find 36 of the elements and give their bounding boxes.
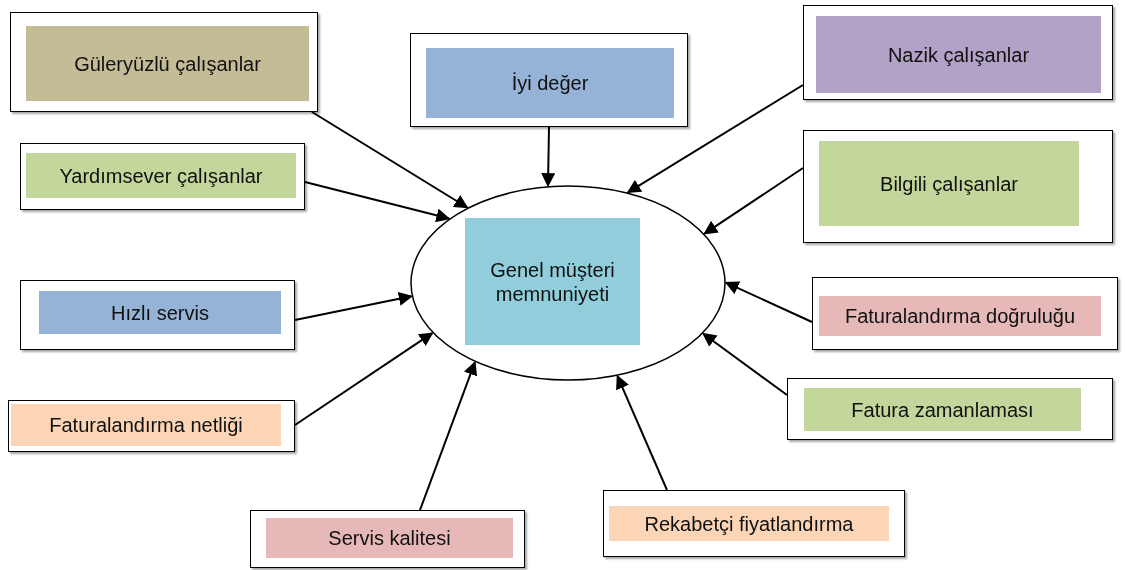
arrow bbox=[724, 281, 813, 323]
arrow bbox=[541, 126, 556, 188]
arrow bbox=[294, 292, 413, 321]
factor-label: Güleryüzlü çalışanlar bbox=[74, 51, 261, 76]
factor-label: Genel müşteri memnuniyeti bbox=[489, 257, 616, 306]
arrow bbox=[311, 111, 469, 209]
factor-box bbox=[803, 5, 1113, 100]
arrow bbox=[304, 181, 451, 223]
factor-label: Bilgili çalışanlar bbox=[880, 171, 1018, 196]
factor-label: İyi değer bbox=[511, 71, 589, 95]
arrow bbox=[702, 332, 788, 396]
factor-label: Hızlı servis bbox=[111, 300, 209, 325]
factor-box bbox=[410, 33, 688, 127]
factor-box bbox=[250, 510, 525, 568]
factor-box bbox=[8, 400, 295, 452]
factor-box bbox=[803, 130, 1113, 243]
arrow bbox=[419, 360, 478, 511]
factor-label: Faturalandırma netliği bbox=[49, 413, 243, 437]
factor-box bbox=[20, 280, 295, 350]
arrow bbox=[616, 374, 668, 491]
factor-label: Nazik çalışanlar bbox=[887, 42, 1030, 67]
arrow bbox=[626, 84, 804, 194]
arrow bbox=[703, 167, 804, 235]
factor-box bbox=[787, 378, 1113, 440]
factor-box bbox=[10, 12, 318, 112]
factor-label: Servis kalitesi bbox=[328, 526, 451, 550]
factor-label: Yardımsever çalışanlar bbox=[59, 163, 263, 188]
factor-label: Rekabetçi fiyatlandırma bbox=[644, 511, 854, 536]
factor-box bbox=[812, 277, 1118, 350]
factor-box bbox=[20, 143, 305, 210]
factor-label: Faturalandırma doğruluğu bbox=[844, 304, 1076, 328]
ellipse bbox=[410, 185, 726, 381]
factor-box bbox=[603, 490, 905, 557]
factor-label: Fatura zamanlaması bbox=[851, 397, 1034, 422]
arrow bbox=[294, 332, 434, 426]
center-box bbox=[465, 218, 640, 345]
